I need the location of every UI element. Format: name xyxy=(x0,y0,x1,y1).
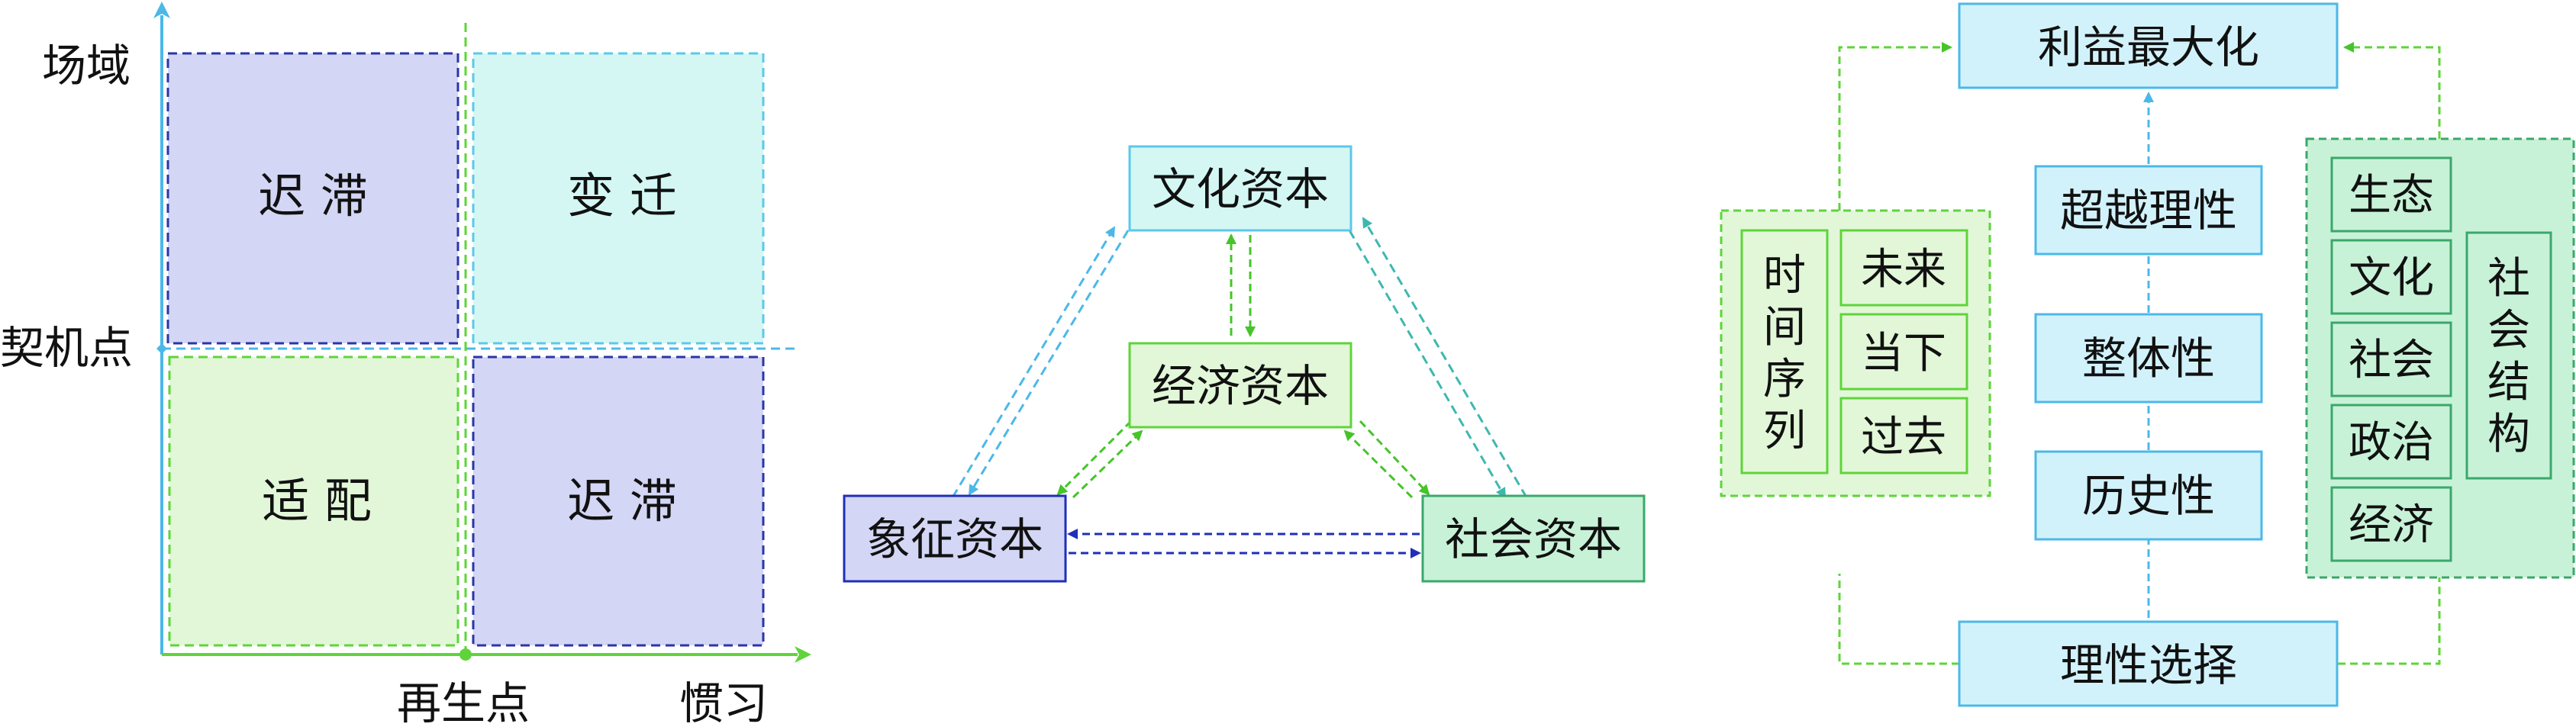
arrow-cultural-to-social xyxy=(1348,230,1507,499)
politics-box xyxy=(2330,404,2452,480)
holism-label: 整体性 xyxy=(2082,333,2215,384)
arrow-social-to-cultural xyxy=(1362,217,1528,498)
y-axis-label-opportunity: 契机点 xyxy=(0,322,133,374)
economy-box xyxy=(2330,486,2452,562)
quadrant-label-change: 变 迁 xyxy=(567,168,677,224)
quadrant-label-lag-bottom: 迟 滞 xyxy=(567,473,677,529)
regeneration-point-marker xyxy=(459,648,472,661)
social-structure-char-4: 构 xyxy=(2487,410,2530,459)
quadrant-top-right xyxy=(472,52,765,345)
arrow-cultural-to-symbolic xyxy=(968,230,1130,496)
social-structure-char-3: 结 xyxy=(2487,358,2530,407)
ecology-box xyxy=(2330,156,2452,233)
time-sequence-box xyxy=(1740,229,1829,474)
arrow-symbolic-to-cultural xyxy=(951,226,1116,498)
arrow-economic-to-symbolic xyxy=(1056,420,1133,496)
economy-label: 经济 xyxy=(2349,500,2434,550)
social-capital-label: 社会资本 xyxy=(1445,513,1622,565)
opportunity-point-marker xyxy=(156,343,167,354)
quadrant-bottom-left xyxy=(168,355,459,647)
ecology-label: 生态 xyxy=(2349,171,2434,220)
rational-choice-label: 理性选择 xyxy=(2060,639,2237,691)
rational-choice-box xyxy=(1958,620,2339,707)
capital-panel: 文化资本 经济资本 象征资本 社会资本 xyxy=(843,145,1646,583)
historicity-box xyxy=(2034,450,2263,541)
beyond-rationality-label: 超越理性 xyxy=(2060,185,2237,236)
past-box xyxy=(1839,397,1968,474)
utility-max-box xyxy=(1958,2,2339,89)
quadrant-top-left xyxy=(166,52,459,345)
time-sequence-char-4: 列 xyxy=(1763,407,1806,456)
economic-capital-box xyxy=(1128,342,1352,429)
society-box xyxy=(2330,321,2452,397)
quadrant-label-adapt: 适 配 xyxy=(262,473,372,529)
economic-capital-label: 经济资本 xyxy=(1152,360,1329,412)
rational-choice-panel: 利益最大化 超越理性 整体性 历史性 理性选择 时 间 序 列 未来 当下 过去… xyxy=(1720,2,2575,707)
beyond-rationality-box xyxy=(2034,165,2263,256)
loop-right-bottom xyxy=(2338,577,2441,665)
cultural-capital-label: 文化资本 xyxy=(1152,163,1329,215)
quadrant-label-lag-top: 迟 滞 xyxy=(258,168,368,224)
social-capital-box xyxy=(1421,494,1646,583)
time-sequence-char-3: 序 xyxy=(1763,355,1806,404)
arrow-economic-to-social xyxy=(1359,420,1430,496)
culture-box xyxy=(2330,239,2452,315)
symbolic-capital-label: 象征资本 xyxy=(866,513,1043,565)
arrow-social-to-economic xyxy=(1343,429,1414,499)
x-axis-label-habitus: 惯习 xyxy=(679,677,768,727)
cultural-capital-box xyxy=(1128,145,1352,232)
quadrant-panel: 场域 契机点 再生点 惯习 迟 滞 变 迁 适 配 迟 滞 xyxy=(0,2,811,727)
symbolic-capital-box xyxy=(843,494,1067,583)
politics-label: 政治 xyxy=(2349,418,2434,468)
holism-box xyxy=(2034,313,2263,404)
social-structure-box xyxy=(2465,231,2552,480)
present-label: 当下 xyxy=(1861,329,1946,378)
culture-label: 文化 xyxy=(2349,253,2434,303)
time-sequence-char-1: 时 xyxy=(1763,251,1806,301)
social-structure-char-2: 会 xyxy=(2487,306,2530,355)
quadrant-bottom-right xyxy=(472,355,765,647)
past-label: 过去 xyxy=(1861,413,1946,462)
loop-left-top xyxy=(1838,42,1952,211)
loop-right-top xyxy=(2343,42,2441,139)
present-box xyxy=(1839,313,1968,391)
utility-max-label: 利益最大化 xyxy=(2038,21,2259,73)
arrow-symbolic-to-economic xyxy=(1072,429,1143,499)
x-axis-label-regeneration: 再生点 xyxy=(397,677,530,727)
historicity-label: 历史性 xyxy=(2082,470,2215,522)
society-label: 社会 xyxy=(2349,336,2434,385)
loop-left-bottom xyxy=(1838,574,1959,665)
social-structure-char-1: 社 xyxy=(2487,254,2530,304)
future-box xyxy=(1839,229,1968,307)
time-sequence-char-2: 间 xyxy=(1763,303,1806,352)
y-axis-label-field: 场域 xyxy=(42,40,131,92)
future-label: 未来 xyxy=(1861,245,1946,294)
